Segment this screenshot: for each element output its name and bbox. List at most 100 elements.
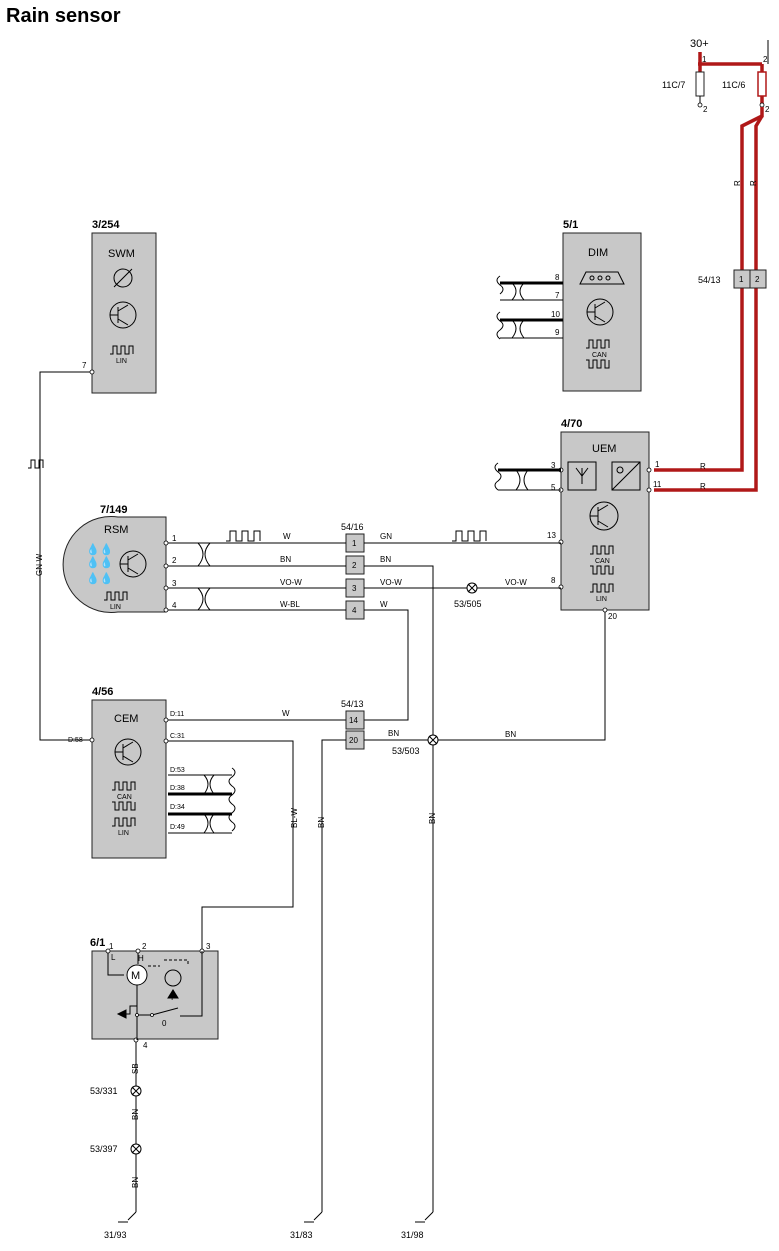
svg-text:CAN: CAN bbox=[592, 352, 607, 359]
power-pin-2: 2 bbox=[763, 55, 768, 64]
svg-text:31/98: 31/98 bbox=[401, 1230, 424, 1240]
module-cem: 4/56 CEM CAN LIN D:11 C:31 D:58 D:53 D:3… bbox=[68, 686, 236, 859]
module-name-swm: SWM bbox=[108, 248, 135, 260]
ground-bn-wires: BN BN BN BN bbox=[317, 612, 606, 1212]
ground-31-98: 31/98 bbox=[401, 1211, 434, 1240]
module-name-uem: UEM bbox=[592, 443, 616, 455]
can-bus-icon: CAN bbox=[590, 545, 614, 575]
svg-text:LIN: LIN bbox=[596, 596, 607, 603]
lin-bus-icon: LIN bbox=[112, 817, 136, 837]
svg-text:20: 20 bbox=[608, 612, 617, 621]
transistor-icon bbox=[589, 501, 619, 531]
fuse-11c6: 2 11C/6 bbox=[722, 64, 770, 114]
svg-text:2: 2 bbox=[765, 105, 770, 114]
svg-text:20: 20 bbox=[349, 736, 358, 745]
svg-text:W: W bbox=[282, 709, 290, 718]
svg-text:53/331: 53/331 bbox=[90, 1086, 118, 1096]
svg-text:4: 4 bbox=[172, 601, 177, 610]
svg-text:VO-W: VO-W bbox=[280, 578, 302, 587]
svg-text:11: 11 bbox=[653, 480, 662, 489]
svg-text:53/397: 53/397 bbox=[90, 1144, 118, 1154]
svg-text:W: W bbox=[380, 600, 388, 609]
svg-text:L: L bbox=[111, 953, 116, 962]
transistor-icon bbox=[586, 298, 614, 326]
light-switch-icon bbox=[113, 268, 133, 288]
svg-text:W-BL: W-BL bbox=[280, 600, 300, 609]
can-bus-icon: CAN bbox=[586, 339, 610, 369]
svg-text:I: I bbox=[171, 993, 173, 1002]
connector-54-13-low: 54/13 14 20 bbox=[341, 699, 365, 750]
lin-bus-icon: LIN bbox=[104, 591, 128, 611]
svg-text:R: R bbox=[733, 180, 742, 186]
display-icon bbox=[579, 271, 625, 285]
svg-text:7: 7 bbox=[82, 361, 87, 370]
svg-text:2: 2 bbox=[172, 556, 177, 565]
splice-53-397: 53/397 bbox=[90, 1143, 142, 1155]
svg-text:BL-W: BL-W bbox=[290, 808, 299, 828]
svg-text:R: R bbox=[749, 180, 758, 186]
fuse-label-11c6: 11C/6 bbox=[722, 80, 745, 90]
svg-text:7: 7 bbox=[555, 291, 560, 300]
svg-text:4: 4 bbox=[143, 1041, 148, 1050]
svg-text:💧💧: 💧💧 bbox=[86, 572, 113, 585]
svg-text:VO-W: VO-W bbox=[380, 578, 402, 587]
module-id-uem: 4/70 bbox=[561, 418, 582, 430]
splice-53-331: 53/331 bbox=[90, 1085, 142, 1097]
svg-text:CAN: CAN bbox=[117, 794, 132, 801]
svg-text:D:34: D:34 bbox=[170, 804, 185, 811]
connector-label: 54/13 bbox=[341, 699, 364, 709]
power-label: 30+ bbox=[690, 38, 709, 50]
svg-text:C:31: C:31 bbox=[170, 733, 185, 740]
power-supply: 30+ 1 2 bbox=[690, 38, 769, 66]
svg-text:53/505: 53/505 bbox=[454, 599, 482, 609]
module-name-rsm: RSM bbox=[104, 524, 128, 536]
svg-text:3: 3 bbox=[352, 584, 357, 593]
svg-text:8: 8 bbox=[551, 576, 556, 585]
module-name-dim: DIM bbox=[588, 247, 608, 259]
motor-icon: M bbox=[126, 964, 148, 986]
lin-bus-icon: LIN bbox=[110, 345, 134, 365]
svg-text:8: 8 bbox=[555, 273, 560, 282]
svg-text:9: 9 bbox=[555, 328, 560, 337]
svg-text:💧💧: 💧💧 bbox=[86, 556, 113, 569]
svg-text:D:11: D:11 bbox=[170, 711, 184, 718]
svg-text:1: 1 bbox=[739, 275, 744, 284]
transistor-icon bbox=[119, 550, 147, 578]
module-id-rsm: 7/149 bbox=[100, 504, 128, 516]
cam-icon bbox=[164, 969, 182, 999]
module-wiper-motor: 6/1 1 2 3 4 L H M I 0 bbox=[90, 937, 219, 1050]
svg-text:BN: BN bbox=[428, 813, 437, 824]
module-swm: 3/254 SWM LIN 7 bbox=[82, 219, 157, 394]
svg-text:1: 1 bbox=[172, 534, 177, 543]
svg-text:10: 10 bbox=[551, 310, 560, 319]
svg-text:3: 3 bbox=[551, 461, 556, 470]
can-bus-icon: CAN bbox=[112, 781, 136, 811]
power-pin-1: 1 bbox=[702, 55, 707, 64]
svg-text:D:38: D:38 bbox=[170, 785, 185, 792]
page-title: Rain sensor bbox=[6, 5, 121, 27]
svg-text:SB: SB bbox=[131, 1063, 140, 1074]
module-id-swm: 3/254 bbox=[92, 219, 120, 231]
svg-text:14: 14 bbox=[349, 716, 358, 725]
svg-text:BN: BN bbox=[388, 729, 399, 738]
svg-text:1: 1 bbox=[109, 942, 114, 951]
svg-text:4: 4 bbox=[352, 606, 357, 615]
svg-text:M: M bbox=[131, 970, 140, 982]
wire-bl-w: BL-W bbox=[168, 740, 299, 950]
svg-text:31/83: 31/83 bbox=[290, 1230, 313, 1240]
svg-text:💧💧: 💧💧 bbox=[86, 543, 113, 556]
svg-text:GN: GN bbox=[380, 532, 392, 541]
svg-text:VO-W: VO-W bbox=[505, 578, 527, 587]
svg-text:1: 1 bbox=[352, 539, 357, 548]
module-dim: 5/1 DIM CAN 8 7 10 9 bbox=[496, 219, 642, 392]
svg-text:BN: BN bbox=[131, 1109, 140, 1120]
power-wires: R R R R bbox=[654, 107, 764, 492]
module-id-cem: 4/56 bbox=[92, 686, 113, 698]
cem-w-wire: W bbox=[168, 709, 346, 721]
sensor-icon bbox=[611, 461, 641, 491]
connector-label: 54/16 bbox=[341, 522, 364, 532]
svg-text:H: H bbox=[138, 954, 144, 963]
splice-53-505: 53/505 bbox=[454, 582, 482, 609]
module-id-dim: 5/1 bbox=[563, 219, 578, 231]
